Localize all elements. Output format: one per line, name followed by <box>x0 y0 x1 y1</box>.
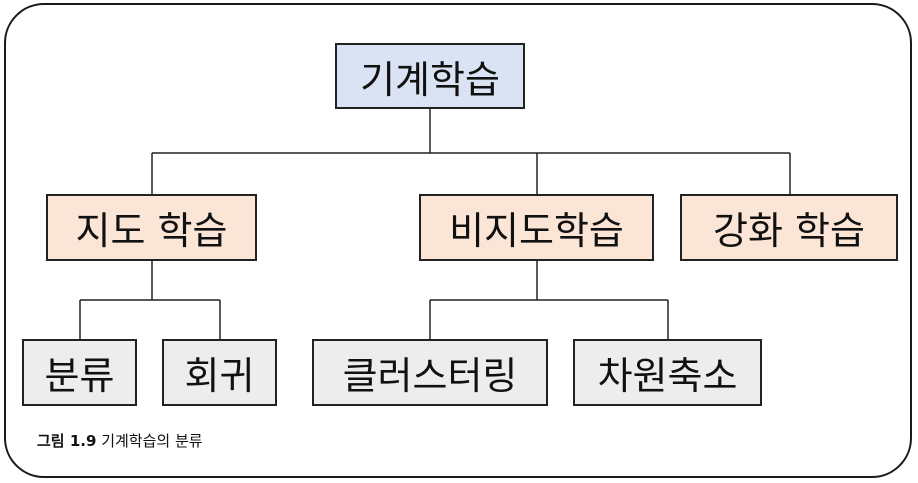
figure-frame <box>4 3 912 478</box>
node-clustering: 클러스터링 <box>312 339 548 406</box>
node-regression: 회귀 <box>162 339 277 406</box>
figure-caption: 그림 1.9 기계학습의 분류 <box>37 430 203 451</box>
node-dimensionality-reduction: 차원축소 <box>573 339 762 406</box>
node-supervised-learning: 지도 학습 <box>46 194 257 261</box>
node-reinforcement-learning: 강화 학습 <box>680 194 898 261</box>
node-machine-learning: 기계학습 <box>335 43 525 109</box>
node-classification: 분류 <box>22 339 137 406</box>
figure-caption-label: 그림 1.9 <box>37 432 97 450</box>
node-unsupervised-learning: 비지도학습 <box>419 194 654 261</box>
figure-caption-text: 기계학습의 분류 <box>101 432 203 450</box>
